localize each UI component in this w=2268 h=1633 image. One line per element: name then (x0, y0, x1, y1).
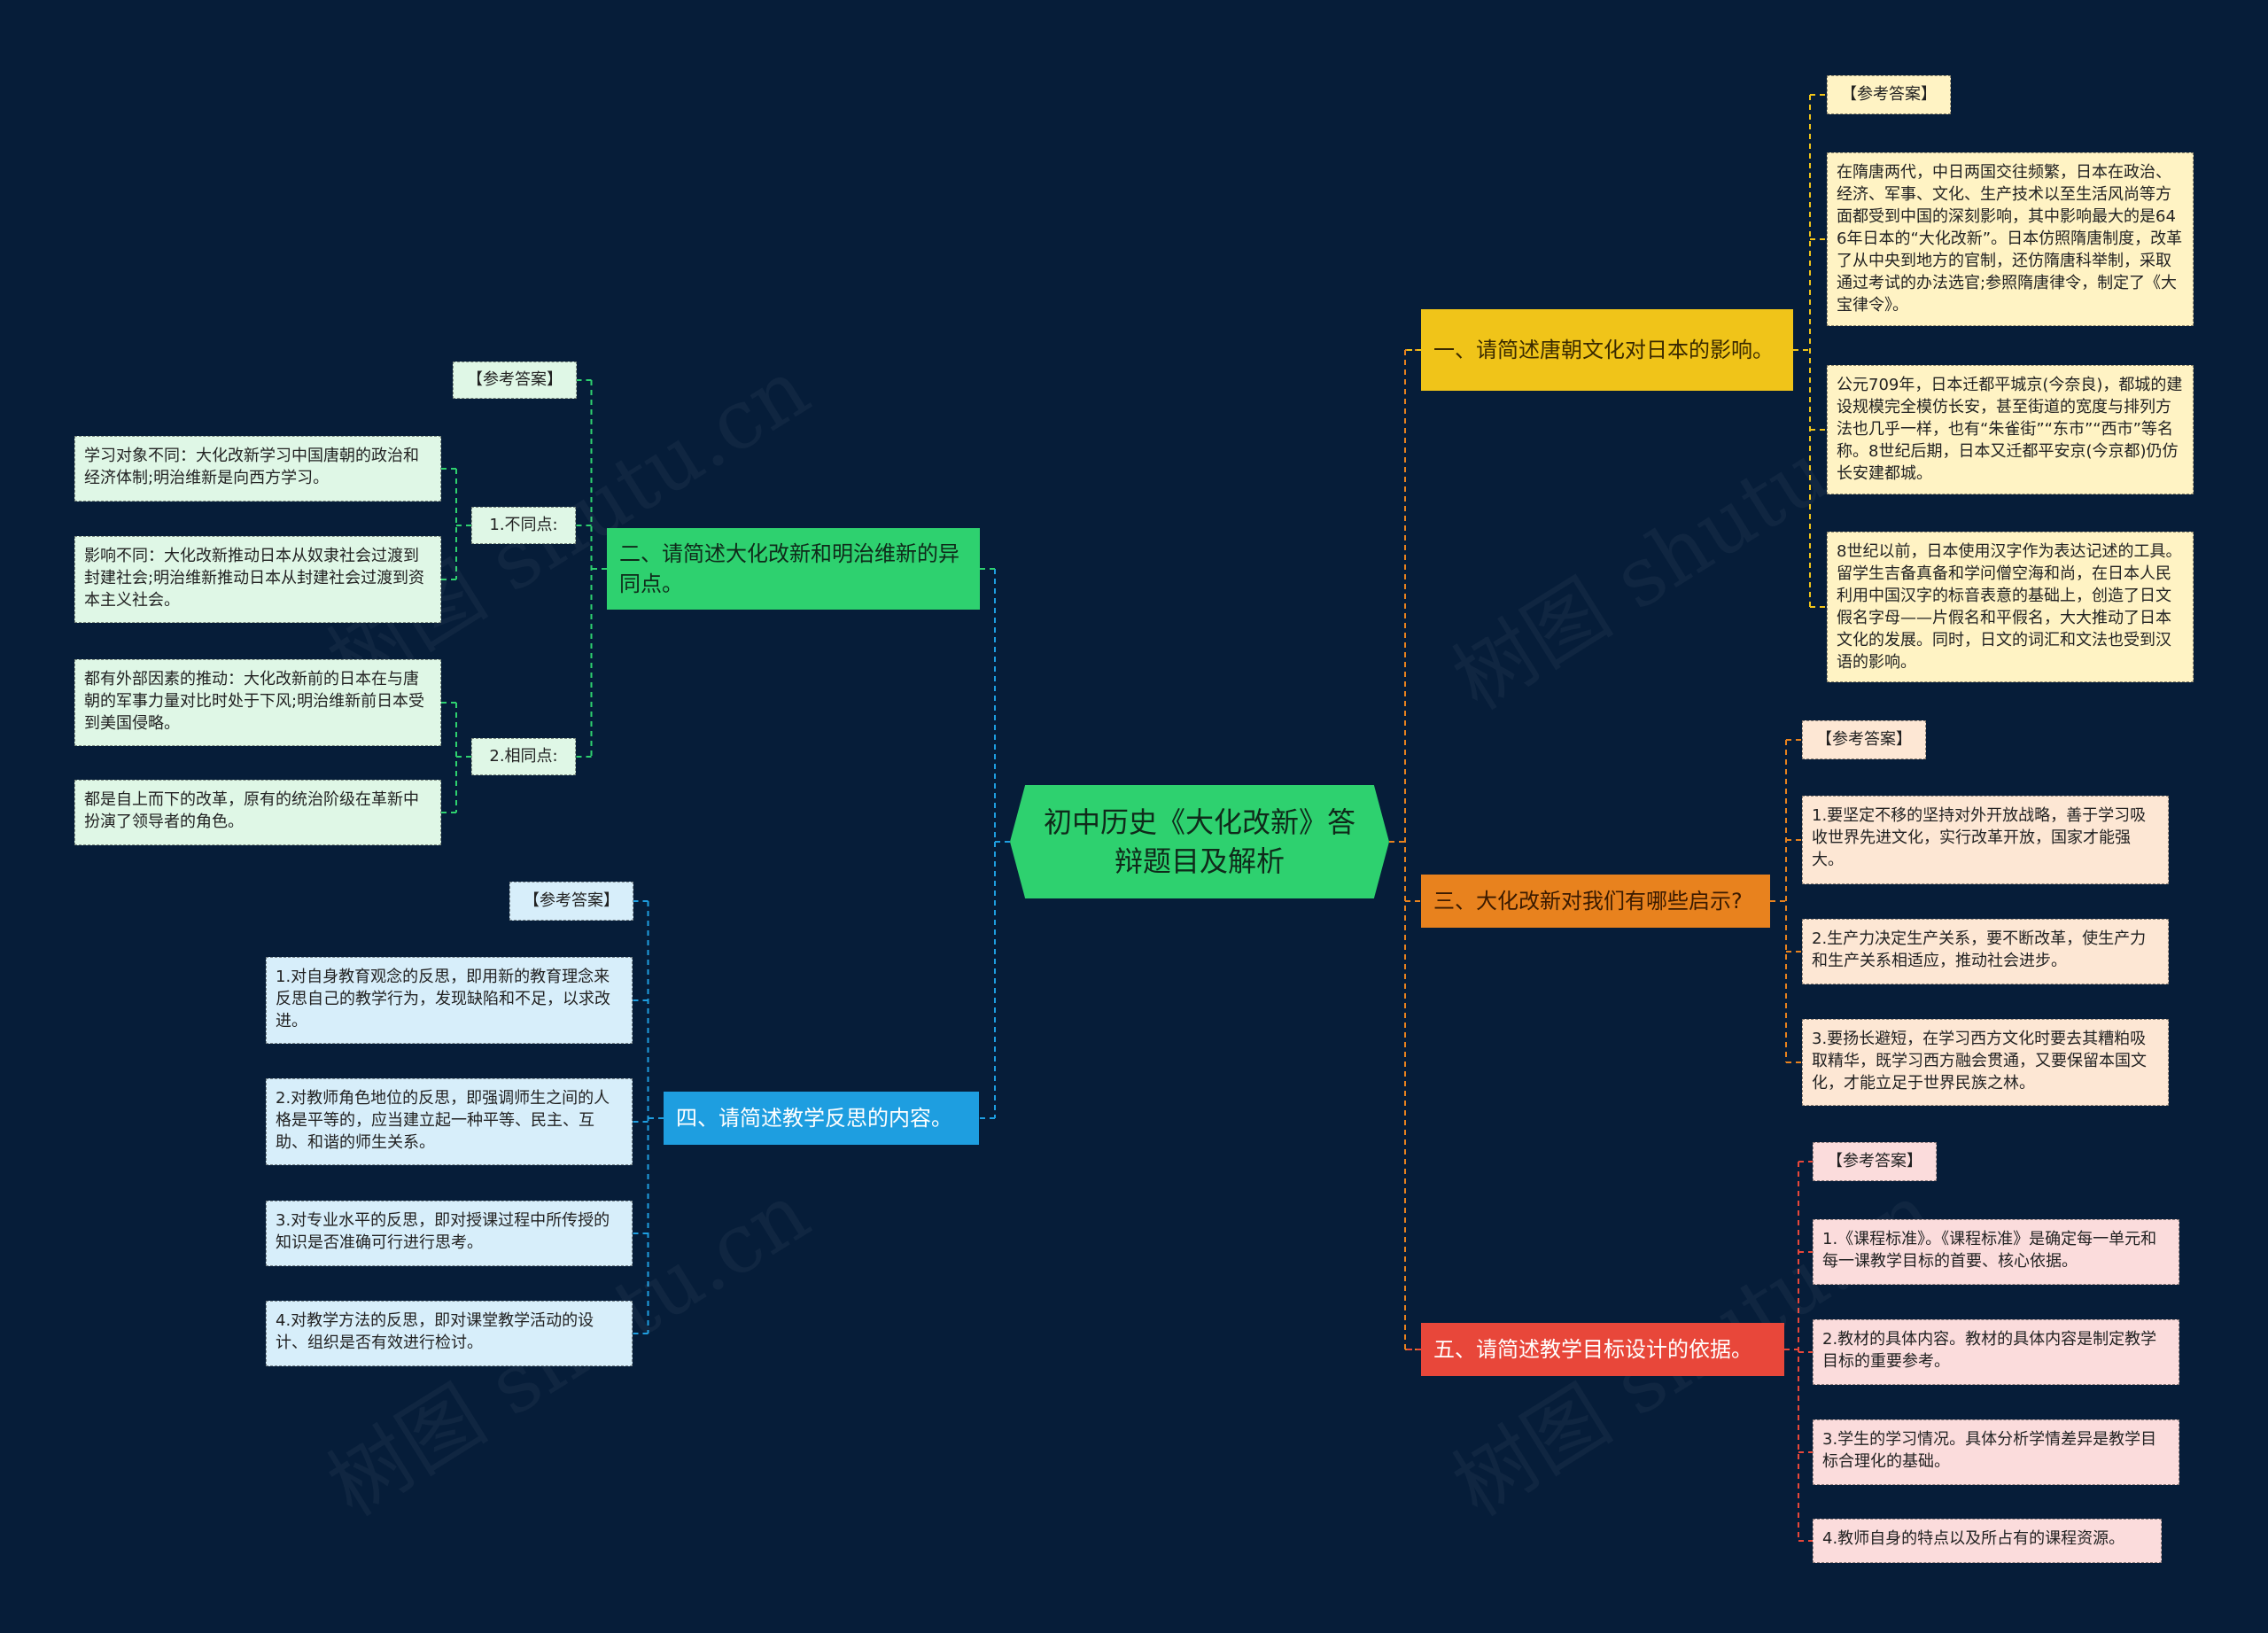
branch-5-item-4[interactable]: 4.教师自身的特点以及所占有的课程资源。 (1813, 1519, 2162, 1563)
branch-2-topic[interactable]: 二、请简述大化改新和明治维新的异同点。 (607, 528, 980, 610)
branch-2-difference-1[interactable]: 学习对象不同：大化改新学习中国唐朝的政治和经济体制;明治维新是向西方学习。 (74, 436, 441, 502)
branch-5-item-3[interactable]: 3.学生的学习情况。具体分析学情差异是教学目标合理化的基础。 (1813, 1419, 2179, 1485)
root-topic[interactable]: 初中历史《大化改新》答辩题目及解析 (1010, 785, 1389, 898)
branch-4-item-3[interactable]: 3.对专业水平的反思，即对授课过程中所传授的知识是否准确可行进行思考。 (266, 1201, 633, 1266)
branch-5-topic[interactable]: 五、请简述教学目标设计的依据。 (1421, 1323, 1784, 1376)
branch-1-topic[interactable]: 一、请简述唐朝文化对日本的影响。 (1421, 309, 1793, 391)
branch-3-item-1[interactable]: 1.要坚定不移的坚持对外开放战略，善于学习吸收世界先进文化，实行改革开放，国家才… (1802, 796, 2169, 884)
branch-4-item-2[interactable]: 2.对教师角色地位的反思，即强调师生之间的人格是平等的，应当建立起一种平等、民主… (266, 1078, 633, 1165)
branch-3-topic[interactable]: 三、大化改新对我们有哪些启示? (1421, 875, 1770, 928)
branch-1-item-2[interactable]: 公元709年，日本迁都平城京(今奈良)，都城的建设规模完全模仿长安，甚至街道的宽… (1827, 365, 2194, 494)
branch-5-item-2[interactable]: 2.教材的具体内容。教材的具体内容是制定教学目标的重要参考。 (1813, 1319, 2179, 1385)
branch-4-item-4[interactable]: 4.对教学方法的反思，即对课堂教学活动的设计、组织是否有效进行检讨。 (266, 1301, 633, 1366)
branch-2-similarity-2[interactable]: 都是自上而下的改革，原有的统治阶级在革新中扮演了领导者的角色。 (74, 780, 441, 845)
branch-2-similarities-label[interactable]: 2.相同点: (471, 738, 576, 775)
branch-2-answer-tag[interactable]: 【参考答案】 (453, 362, 577, 399)
branch-5-answer-tag[interactable]: 【参考答案】 (1813, 1142, 1937, 1181)
branch-1-answer-tag[interactable]: 【参考答案】 (1827, 75, 1951, 114)
branch-4-answer-tag[interactable]: 【参考答案】 (509, 882, 633, 921)
branch-1-item-3[interactable]: 8世纪以前，日本使用汉字作为表达记述的工具。留学生吉备真备和学问僧空海和尚，在日… (1827, 532, 2194, 682)
branch-2-differences-label[interactable]: 1.不同点: (471, 507, 576, 544)
branch-4-topic[interactable]: 四、请简述教学反思的内容。 (664, 1092, 979, 1145)
branch-2-difference-2[interactable]: 影响不同：大化改新推动日本从奴隶社会过渡到封建社会;明治维新推动日本从封建社会过… (74, 536, 441, 623)
branch-3-item-2[interactable]: 2.生产力决定生产关系，要不断改革，使生产力和生产关系相适应，推动社会进步。 (1802, 919, 2169, 984)
branch-3-answer-tag[interactable]: 【参考答案】 (1802, 720, 1926, 759)
branch-2-similarity-1[interactable]: 都有外部因素的推动：大化改新前的日本在与唐朝的军事力量对比时处于下风;明治维新前… (74, 659, 441, 746)
branch-3-item-3[interactable]: 3.要扬长避短，在学习西方文化时要去其糟粕吸取精华，既学习西方融会贯通，又要保留… (1802, 1019, 2169, 1106)
branch-5-item-1[interactable]: 1.《课程标准》。《课程标准》是确定每一单元和每一课教学目标的首要、核心依据。 (1813, 1219, 2179, 1285)
branch-1-item-1[interactable]: 在隋唐两代，中日两国交往频繁，日本在政治、经济、军事、文化、生产技术以至生活风尚… (1827, 152, 2194, 326)
branch-4-item-1[interactable]: 1.对自身教育观念的反思，即用新的教育理念来反思自己的教学行为，发现缺陷和不足，… (266, 957, 633, 1044)
